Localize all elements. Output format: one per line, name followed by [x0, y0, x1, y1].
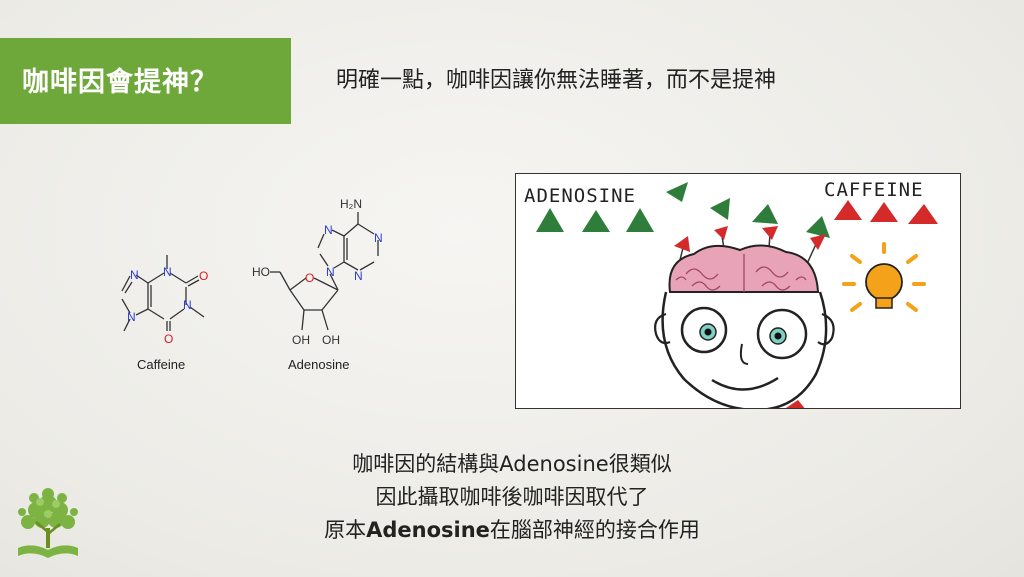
explanation-line-3-bold: Adenosine	[366, 518, 490, 542]
atom-o: O	[164, 332, 173, 346]
atom-oh: OH	[322, 333, 340, 347]
adenosine-structure: H₂N N N N N O HO OH OH	[252, 197, 383, 347]
adenosine-triangle	[752, 204, 778, 224]
atom-n: N	[324, 223, 333, 237]
lightbulb-icon	[842, 242, 926, 312]
atom-ho: HO	[252, 265, 270, 279]
adenosine-triangle	[536, 208, 564, 232]
adenosine-triangle	[626, 208, 654, 232]
explanation-line-3-suffix: 在腦部神經的接合作用	[489, 518, 700, 542]
adenosine-label: Adenosine	[288, 357, 350, 372]
tree-book-logo-icon	[18, 488, 78, 558]
atom-n: N	[127, 310, 136, 324]
explanation-line-3: 原本Adenosine在腦部神經的接合作用	[0, 514, 1024, 547]
adenosine-triangle	[806, 216, 830, 238]
atom-n: N	[130, 268, 139, 282]
cartoon-label-caffeine: CAFFEINE	[824, 179, 924, 201]
atom-n: N	[183, 298, 192, 312]
atom-h2n: H₂N	[340, 197, 362, 211]
atom-n: N	[326, 265, 335, 279]
slide-subtitle: 明確一點，咖啡因讓你無法睡著，而不是提神	[336, 68, 777, 93]
atom-n: N	[163, 265, 172, 279]
atom-n: N	[354, 269, 363, 283]
atom-o: O	[199, 269, 208, 283]
slide-title: 咖啡因會提神？	[22, 67, 218, 98]
adenosine-triangle	[666, 182, 688, 202]
caffeine-triangle	[908, 204, 938, 224]
explanation-line-2: 因此攝取咖啡後咖啡因取代了	[375, 485, 649, 509]
brain-cartoon: ADENOSINE CAFFEINE	[515, 173, 961, 409]
cartoon-label-adenosine: ADENOSINE	[524, 185, 636, 207]
caffeine-label: Caffeine	[137, 357, 186, 372]
atom-n: N	[374, 231, 383, 245]
explanation-text: 咖啡因的結構與Adenosine很類似 因此攝取咖啡後咖啡因取代了 原本Aden…	[0, 448, 1024, 547]
title-banner: 咖啡因會提神？	[0, 38, 291, 124]
atom-oh: OH	[292, 333, 310, 347]
adenosine-triangle	[710, 198, 730, 220]
caffeine-triangle	[870, 202, 898, 222]
adenosine-triangle	[582, 210, 610, 232]
caffeine-structure: N N N N O O	[121, 255, 208, 346]
atom-o: O	[305, 271, 314, 285]
explanation-line-3-prefix: 原本	[324, 518, 367, 542]
explanation-line-1: 咖啡因的結構與Adenosine很類似	[352, 452, 672, 476]
caffeine-triangle	[834, 200, 862, 220]
